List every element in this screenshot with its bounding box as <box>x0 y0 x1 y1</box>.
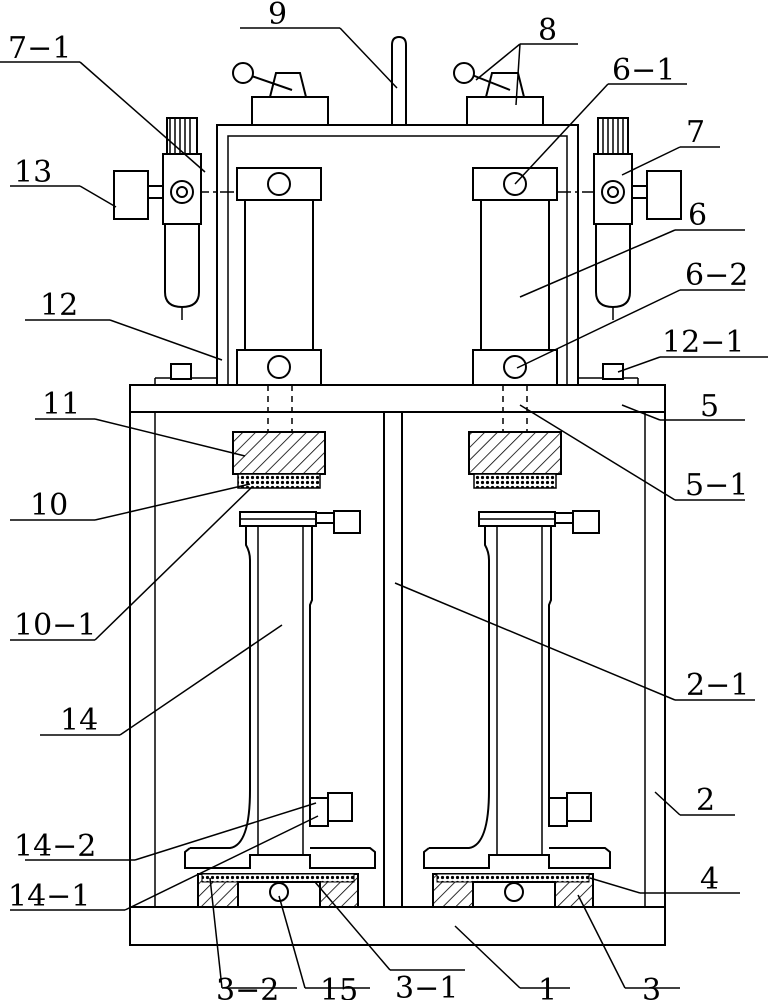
label-15: 15 <box>320 973 358 1000</box>
label-12-1: 12−1 <box>662 325 744 360</box>
base-plate <box>130 907 665 945</box>
center-partition <box>384 412 402 907</box>
label-5-1: 5−1 <box>685 468 748 503</box>
bottom-fixture-right <box>433 874 593 907</box>
label-14-2: 14−2 <box>14 829 96 864</box>
press-head-left <box>233 432 325 488</box>
label-11: 11 <box>42 387 80 422</box>
label-7-1: 7−1 <box>8 31 71 66</box>
piston-rod-left <box>268 385 292 432</box>
cabinet-frame <box>130 385 665 945</box>
air-cylinder-left <box>237 168 321 385</box>
valve-switch-left <box>233 63 328 125</box>
lifting-handle <box>392 37 406 125</box>
label-9: 9 <box>268 0 287 32</box>
filter-regulator-right <box>594 118 681 320</box>
label-6-2: 6−2 <box>685 258 748 293</box>
label-12: 12 <box>40 288 78 323</box>
label-4: 4 <box>700 862 719 897</box>
piston-rod-right <box>503 385 527 432</box>
bottom-fixture-left <box>198 874 358 907</box>
part-labels: 9 8 7−1 6−1 13 7 6 12 6−2 12−1 11 5 5−1 … <box>8 0 749 1000</box>
label-1: 1 <box>538 973 557 1000</box>
valve-switch-right <box>454 63 543 125</box>
mounting-bolt-left <box>171 364 191 379</box>
label-10-1: 10−1 <box>14 608 96 643</box>
label-3: 3 <box>642 973 661 1000</box>
label-3-2: 3−2 <box>216 973 279 1000</box>
filter-regulator-left <box>114 118 201 320</box>
label-5: 5 <box>700 389 719 424</box>
label-14-1: 14−1 <box>8 879 90 914</box>
label-2-1: 2−1 <box>686 668 749 703</box>
label-10: 10 <box>30 488 68 523</box>
label-6: 6 <box>688 198 707 233</box>
press-head-right <box>469 432 561 488</box>
label-2: 2 <box>696 783 715 818</box>
label-6-1: 6−1 <box>612 53 675 88</box>
label-13: 13 <box>14 155 52 190</box>
label-14: 14 <box>60 703 98 738</box>
air-cylinder-right <box>473 168 557 385</box>
workpiece-right <box>424 511 610 868</box>
label-7: 7 <box>686 115 705 150</box>
label-8: 8 <box>538 13 557 48</box>
upper-frame <box>155 125 638 385</box>
label-3-1: 3−1 <box>395 971 458 1000</box>
